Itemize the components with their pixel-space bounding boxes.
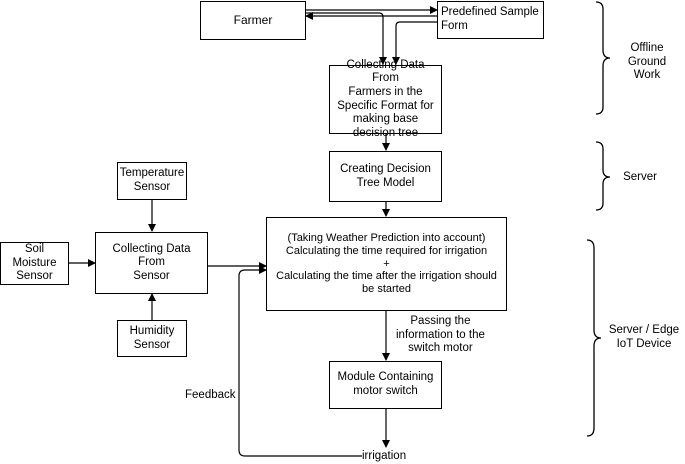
passing-info-label: Passing the information to the switch mo… — [396, 315, 485, 355]
motor-switch-module-box: Module Containing motor switch — [329, 361, 442, 409]
soil-moisture-sensor-box: Soil Moisture Sensor — [0, 242, 69, 285]
brace-server — [595, 141, 611, 211]
feedback-label: Feedback — [185, 389, 236, 401]
irrigation-label: irrigation — [362, 450, 407, 462]
decision-tree-box: Creating Decision Tree Model — [329, 151, 442, 202]
temperature-sensor-box: Temperature Sensor — [117, 162, 187, 200]
brace-offline — [595, 1, 611, 115]
brace-edge — [586, 239, 602, 437]
arrow-form-to-collect — [392, 21, 437, 65]
collect-sensor-box: Collecting Data From Sensor — [95, 232, 208, 294]
irrigation-calculation-box: (Taking Weather Prediction into account)… — [266, 217, 507, 311]
farmer-box: Farmer — [200, 1, 306, 40]
sample-form-box: Predefined Sample Form — [437, 1, 544, 39]
stage-server-label: Server — [623, 171, 657, 183]
arrow-farmer-to-collect — [306, 12, 387, 65]
stage-offline-label: Offline Ground Work — [627, 42, 667, 82]
collect-farmers-box: Collecting Data From Farmers in the Spec… — [329, 59, 442, 139]
stage-edge-label: Server / Edge IoT Device — [608, 324, 680, 350]
arrow-feedback-loop — [238, 266, 362, 457]
humidity-sensor-box: Humidity Sensor — [117, 320, 187, 357]
